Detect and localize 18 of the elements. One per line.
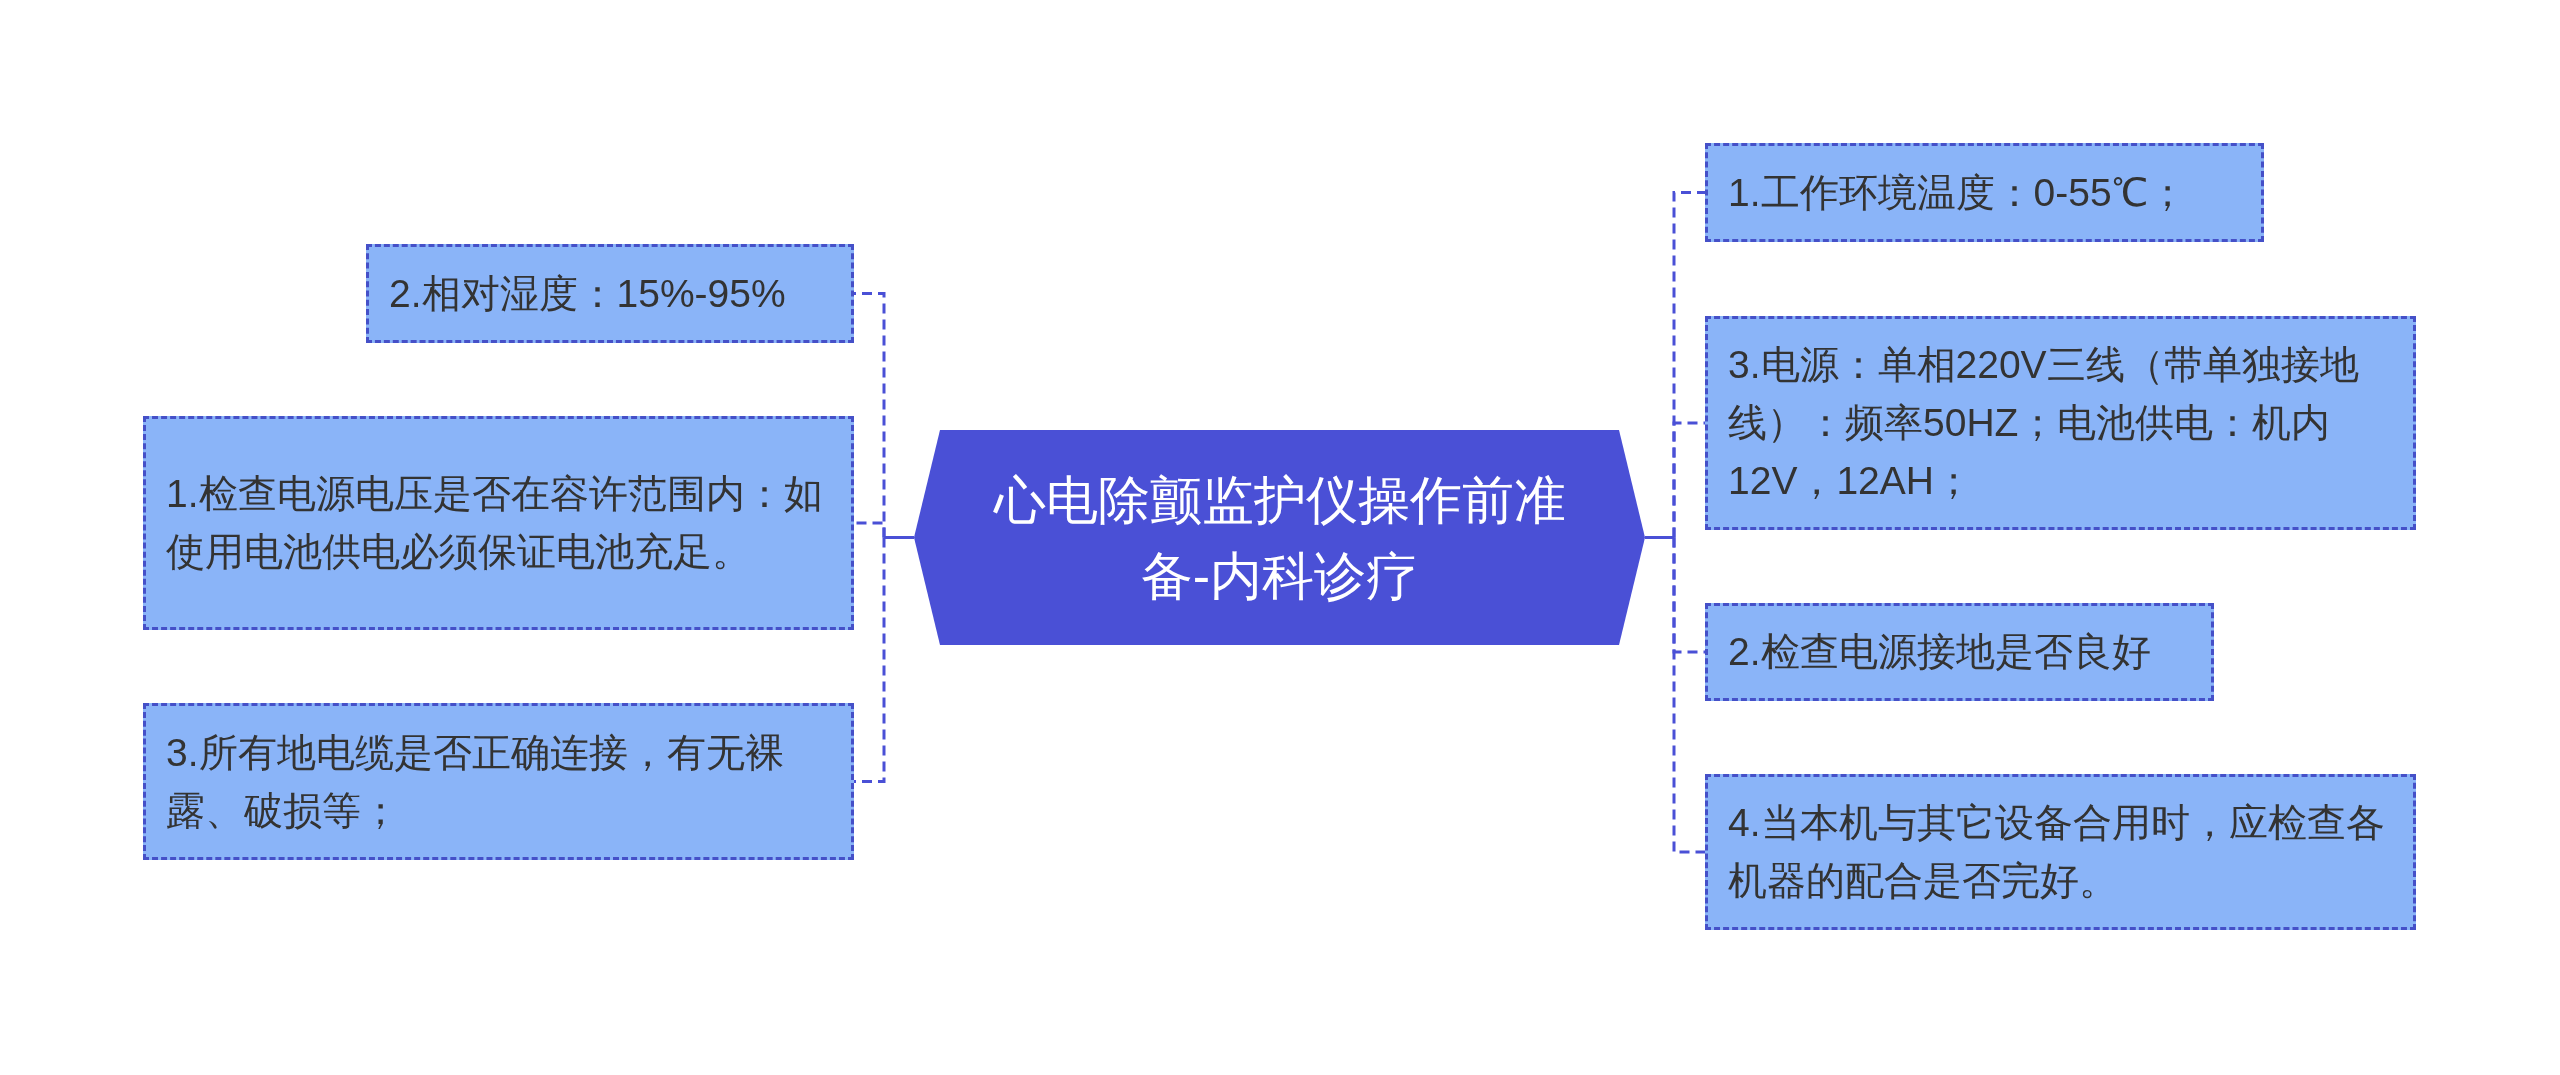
connector-line: [1645, 536, 1705, 854]
topic-box: [1705, 143, 2264, 242]
connector-line: [854, 536, 914, 783]
topic-box: [366, 244, 854, 343]
topic-text: 2.相对湿度：15%-95%: [389, 270, 787, 317]
topic-text: 2.检查电源接地是否良好: [1728, 629, 2152, 675]
topic-text: 3.电源：单相220V三线（带单独接地线）：频率50HZ；电池供电：机内12V，12AH；: [1728, 342, 2360, 504]
topic-box: [1705, 774, 2416, 930]
hexagon-node: [914, 430, 1645, 645]
topic-box: [143, 416, 854, 630]
topic-text: 3.所有地电缆是否正确连接，有无裸露、破损等；: [166, 729, 785, 834]
topic-text: 4.当本机与其它设备合用时，应检查各机器的配合是否完好。: [1728, 800, 2386, 904]
topic-box: [1705, 603, 2214, 701]
topic-text: 心电除颤监护仪操作前准备-内科诊疗: [992, 469, 1567, 607]
topic-box: [143, 703, 854, 860]
topic-text: 1.检查电源电压是否在容许范围内：如使用电池供电必须保证电池充足。: [166, 471, 824, 575]
topic-text: 1.工作环境温度：0-55℃；: [1728, 169, 2188, 216]
topic-box: [1705, 316, 2416, 530]
